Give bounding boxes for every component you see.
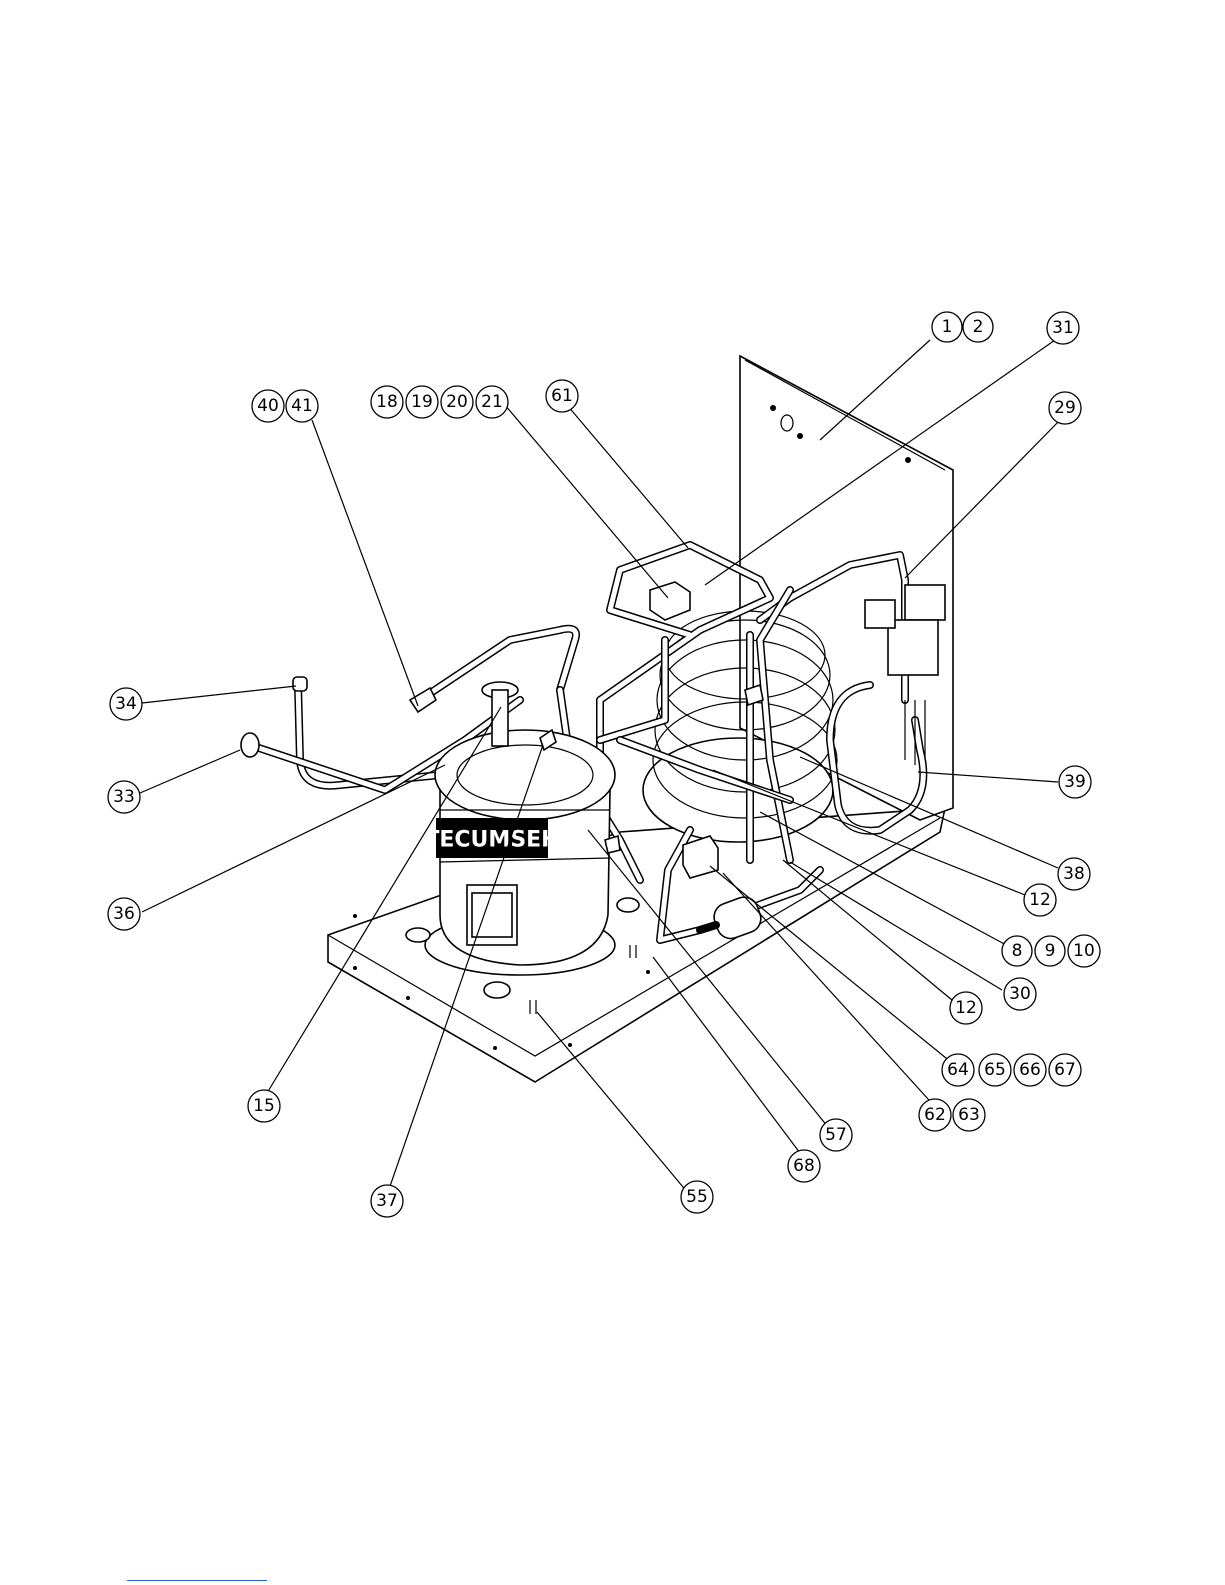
- svg-text:34: 34: [115, 694, 137, 714]
- callout-1-2: 1 2: [932, 312, 993, 342]
- compressor: TECUMSEH: [406, 682, 639, 998]
- svg-text:65: 65: [984, 1060, 1006, 1080]
- svg-text:68: 68: [793, 1156, 815, 1176]
- svg-text:61: 61: [551, 386, 573, 406]
- callout-29: 29: [1049, 392, 1081, 424]
- svg-text:40: 40: [257, 396, 279, 416]
- svg-text:9: 9: [1045, 941, 1056, 961]
- svg-text:64: 64: [947, 1060, 969, 1080]
- callout-61: 61: [546, 380, 578, 412]
- svg-text:62: 62: [924, 1105, 946, 1125]
- svg-text:12: 12: [955, 998, 977, 1018]
- callout-33: 33: [108, 781, 140, 813]
- svg-text:29: 29: [1054, 398, 1076, 418]
- svg-text:37: 37: [376, 1191, 398, 1211]
- svg-text:33: 33: [113, 787, 135, 807]
- callout-39: 39: [1059, 766, 1091, 798]
- svg-text:38: 38: [1063, 864, 1085, 884]
- svg-text:19: 19: [411, 392, 433, 412]
- svg-text:20: 20: [446, 392, 468, 412]
- callout-30: 30: [1004, 978, 1036, 1010]
- callout-68: 68: [788, 1150, 820, 1182]
- callout-62-63: 62 63: [919, 1099, 985, 1131]
- svg-text:39: 39: [1064, 772, 1086, 792]
- brand-label: TECUMSEH: [424, 828, 559, 853]
- callout-18-19-20-21: 18 19 20 21: [371, 386, 508, 418]
- svg-text:63: 63: [958, 1105, 980, 1125]
- svg-text:21: 21: [481, 392, 503, 412]
- svg-text:18: 18: [376, 392, 398, 412]
- svg-text:67: 67: [1054, 1060, 1076, 1080]
- callout-31: 31: [1047, 312, 1079, 344]
- callout-8-9-10: 8 9 10: [1002, 935, 1100, 967]
- footer-rule: [127, 1580, 267, 1581]
- callout-37: 37: [371, 1185, 403, 1217]
- svg-text:66: 66: [1019, 1060, 1041, 1080]
- svg-text:10: 10: [1073, 941, 1095, 961]
- svg-text:2: 2: [973, 317, 984, 337]
- callout-57: 57: [820, 1119, 852, 1151]
- svg-text:8: 8: [1012, 941, 1023, 961]
- callout-15: 15: [248, 1090, 280, 1122]
- svg-text:30: 30: [1009, 984, 1031, 1004]
- callout-12-lower: 12: [950, 992, 982, 1024]
- svg-text:1: 1: [942, 317, 953, 337]
- callout-64-65-66-67: 64 65 66 67: [942, 1054, 1081, 1086]
- callout-38: 38: [1058, 858, 1090, 890]
- svg-text:55: 55: [686, 1187, 708, 1207]
- svg-text:41: 41: [291, 396, 313, 416]
- callout-34: 34: [110, 688, 142, 720]
- callout-12-upper: 12: [1024, 884, 1056, 916]
- callout-55: 55: [681, 1181, 713, 1213]
- svg-text:57: 57: [825, 1125, 847, 1145]
- svg-text:36: 36: [113, 904, 135, 924]
- svg-text:12: 12: [1029, 890, 1051, 910]
- svg-text:31: 31: [1052, 318, 1074, 338]
- svg-text:15: 15: [253, 1096, 275, 1116]
- callout-36: 36: [108, 898, 140, 930]
- callout-40-41: 40 41: [252, 390, 318, 422]
